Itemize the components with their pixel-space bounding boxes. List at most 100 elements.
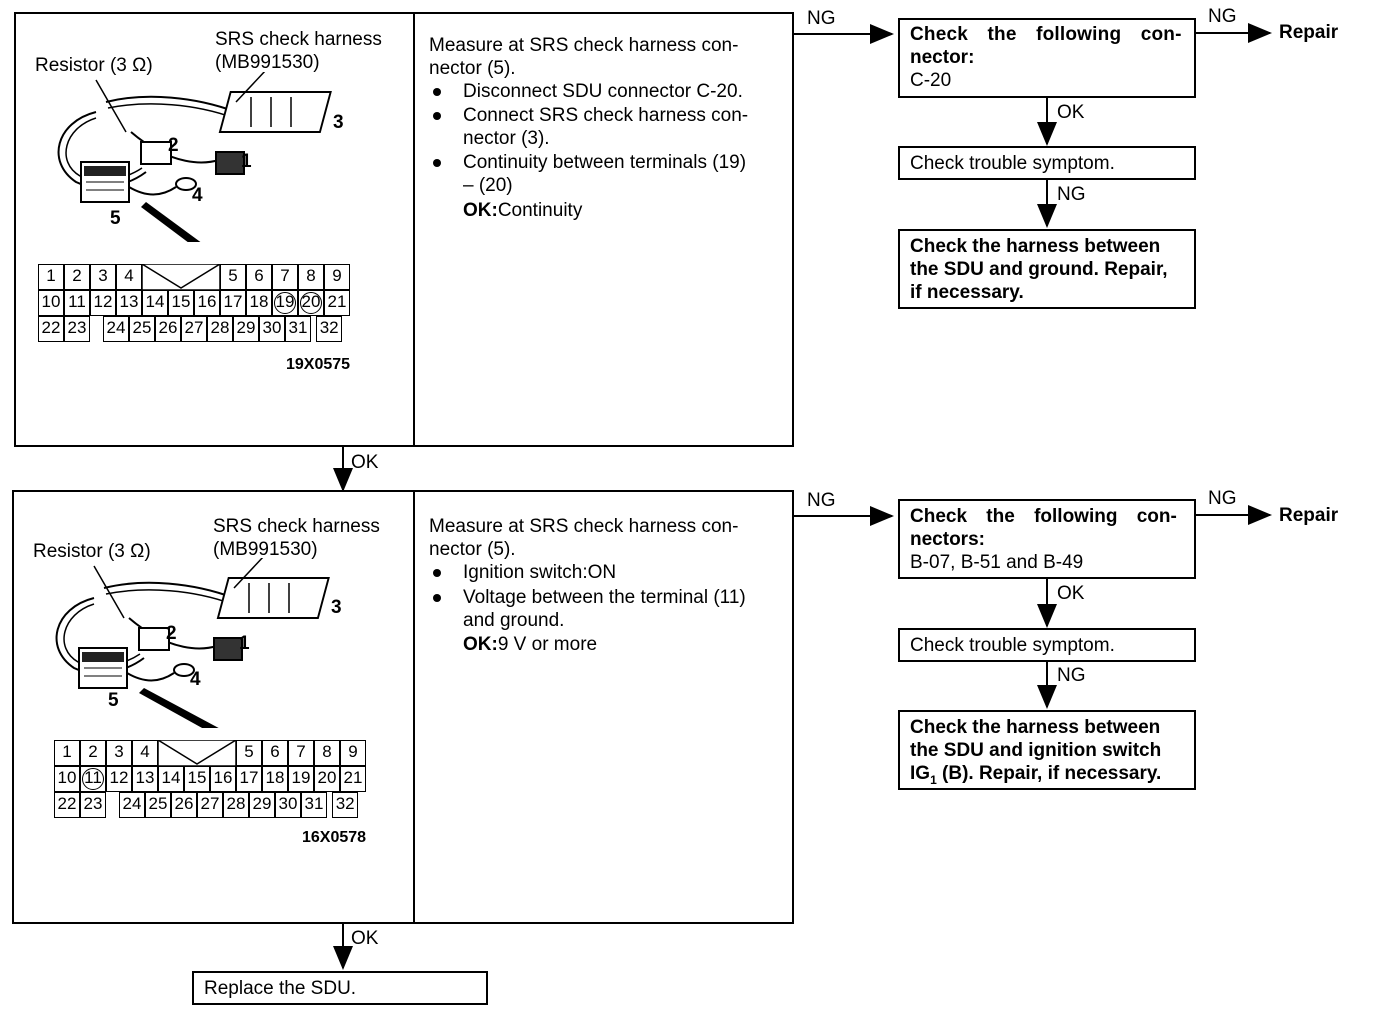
- pin-18: 18: [246, 290, 272, 316]
- pin-13: 13: [132, 766, 158, 792]
- pin-28: 28: [223, 792, 249, 818]
- pin-5: 5: [236, 740, 262, 766]
- resistor-label: Resistor (3 Ω): [33, 541, 151, 562]
- bullet-dot: [433, 159, 441, 167]
- step2-box1-ng-label: NG: [1208, 488, 1237, 509]
- pin-2: 2: [80, 740, 106, 766]
- pin-32: 32: [316, 316, 343, 342]
- pin-20: 20: [314, 766, 340, 792]
- pin-21: 21: [340, 766, 366, 792]
- pin-8: 8: [298, 264, 324, 290]
- pin-6: 6: [246, 264, 272, 290]
- harness-part-number: (MB991530): [215, 52, 320, 73]
- pin-10: 10: [54, 766, 80, 792]
- pin-31: 31: [301, 792, 327, 818]
- ok-criterion: OK:9 V or more: [463, 634, 598, 655]
- ok-criterion: OK:Continuity: [463, 200, 583, 221]
- pin-highlight-ring: [300, 292, 322, 314]
- step1-harness-check-box: Check the harness between the SDU and gr…: [898, 229, 1196, 309]
- bullet-1: Disconnect SDU connector C-20.: [463, 81, 743, 102]
- bullet-2-line2: nector (3).: [463, 128, 550, 149]
- pin-26: 26: [171, 792, 197, 818]
- pin-27: 27: [197, 792, 223, 818]
- step2-box2-ng-label: NG: [1057, 665, 1086, 686]
- step1-box1-ng-label: NG: [1208, 6, 1237, 27]
- figure-code: 19X0575: [286, 356, 351, 373]
- pin-highlight-ring: [274, 292, 296, 314]
- pin-highlight-ring: [82, 768, 104, 790]
- step1-illustration-panel: Resistor (3 Ω) SRS check harness (MB9915…: [14, 12, 415, 447]
- pin-18: 18: [262, 766, 288, 792]
- pin-31: 31: [285, 316, 311, 342]
- bullet-3-line1: Continuity between terminals (19): [463, 152, 747, 173]
- harness-label: SRS check harness: [215, 29, 382, 50]
- step1-trouble-symptom-box: Check trouble symptom.: [898, 146, 1196, 180]
- pin-15: 15: [184, 766, 210, 792]
- pin-23: 23: [80, 792, 106, 818]
- pin-32: 32: [332, 792, 359, 818]
- bullet-1: Ignition switch:ON: [463, 562, 617, 583]
- pin-1: 1: [38, 264, 64, 290]
- procedure-line2: nector (5).: [429, 539, 516, 560]
- step1-procedure-panel: Measure at SRS check harness con- nector…: [413, 12, 794, 447]
- pin-10: 10: [38, 290, 64, 316]
- figure-code: 16X0578: [302, 829, 367, 846]
- procedure-line2: nector (5).: [429, 58, 516, 79]
- pin-12: 12: [90, 290, 116, 316]
- step2-harness-check-box: Check the harness between the SDU and ig…: [898, 710, 1196, 790]
- step2-repair-label: Repair: [1279, 505, 1339, 526]
- pin-5: 5: [220, 264, 246, 290]
- pin-21: 21: [324, 290, 350, 316]
- bullet-2-line2: and ground.: [463, 610, 565, 631]
- replace-sdu-text: Replace the SDU.: [204, 978, 357, 999]
- pin-19: 19: [272, 290, 298, 316]
- bullet-dot: [433, 594, 441, 602]
- step2-box1-ok-label: OK: [1057, 583, 1085, 604]
- callout-1: 1: [241, 151, 252, 172]
- pin-28: 28: [207, 316, 233, 342]
- pin-30: 30: [259, 316, 285, 342]
- step2-trouble-symptom-box: Check trouble symptom.: [898, 628, 1196, 662]
- callout-2: 2: [168, 135, 179, 156]
- pin-4: 4: [132, 740, 158, 766]
- bullet-dot: [433, 88, 441, 96]
- harness-illustration: [55, 558, 330, 728]
- pin-29: 29: [249, 792, 275, 818]
- pin-9: 9: [340, 740, 366, 766]
- pin-25: 25: [145, 792, 171, 818]
- bullet-2-line1: Connect SRS check harness con-: [463, 105, 749, 126]
- pin-22: 22: [38, 316, 64, 342]
- callout-4: 4: [190, 669, 201, 690]
- replace-sdu-box: Replace the SDU.: [192, 971, 488, 1005]
- pin-20: 20: [298, 290, 324, 316]
- pin-19: 19: [288, 766, 314, 792]
- callout-3: 3: [333, 112, 344, 133]
- pin-29: 29: [233, 316, 259, 342]
- pin-4: 4: [116, 264, 142, 290]
- pin-9: 9: [324, 264, 350, 290]
- step2-check-connectors-box: Check the following con- nectors: B-07, …: [898, 499, 1196, 579]
- pin-17: 17: [236, 766, 262, 792]
- step1-check-connector-box: Check the following con- nector: C-20: [898, 18, 1196, 98]
- pin-8: 8: [314, 740, 340, 766]
- connector-key: [142, 264, 220, 290]
- pin-3: 3: [90, 264, 116, 290]
- pin-16: 16: [210, 766, 236, 792]
- bullet-dot: [433, 112, 441, 120]
- harness-part-number: (MB991530): [213, 539, 318, 560]
- bullet-3-line2: – (20): [463, 175, 513, 196]
- callout-5: 5: [110, 208, 121, 229]
- pin-26: 26: [155, 316, 181, 342]
- step1-repair-label: Repair: [1279, 22, 1339, 43]
- callout-2: 2: [166, 623, 177, 644]
- pin-7: 7: [272, 264, 298, 290]
- step2-procedure-panel: Measure at SRS check harness con- nector…: [413, 490, 794, 924]
- pin-7: 7: [288, 740, 314, 766]
- pin-14: 14: [158, 766, 184, 792]
- pin-23: 23: [64, 316, 90, 342]
- bullet-2-line1: Voltage between the terminal (11): [463, 587, 746, 608]
- pin-12: 12: [106, 766, 132, 792]
- resistor-label: Resistor (3 Ω): [35, 55, 153, 76]
